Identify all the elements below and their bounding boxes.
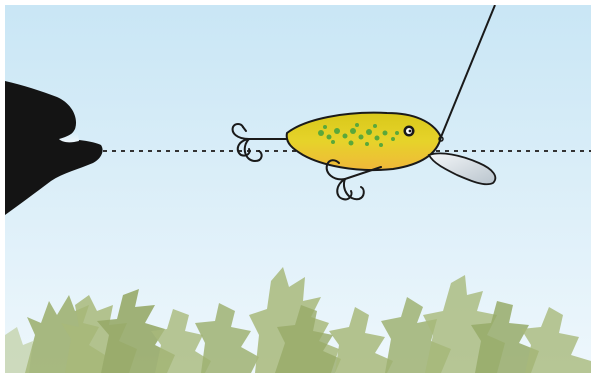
illustration-frame xyxy=(5,5,591,373)
lure-scene xyxy=(5,5,591,373)
